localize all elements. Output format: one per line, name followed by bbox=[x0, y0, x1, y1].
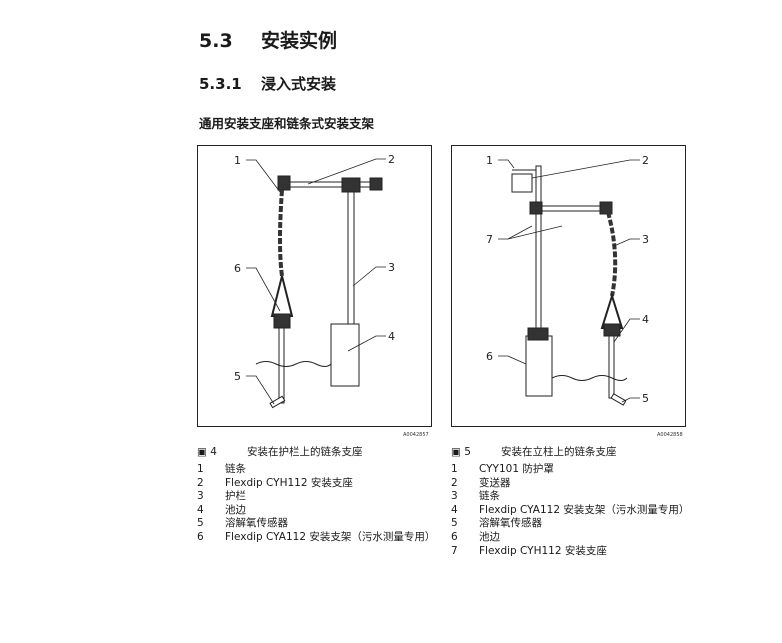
callout-4: 4 bbox=[642, 313, 649, 326]
callout-2: 2 bbox=[642, 154, 649, 167]
figure-4-illustration: 1 2 3 4 5 6 bbox=[197, 145, 432, 427]
figure-icon: ▣ 5 bbox=[451, 446, 471, 458]
figure-5-code: A0042858 bbox=[657, 432, 683, 438]
callout-1: 1 bbox=[486, 154, 493, 167]
callout-6: 6 bbox=[486, 350, 493, 363]
callout-6: 6 bbox=[234, 262, 241, 275]
figure-icon: ▣ 4 bbox=[197, 446, 217, 458]
callout-2: 2 bbox=[388, 153, 395, 166]
callout-3: 3 bbox=[642, 233, 649, 246]
figure-4-code: A0042857 bbox=[403, 432, 429, 438]
callout-4: 4 bbox=[388, 330, 395, 343]
figure-group-heading: 通用安装支座和链条式安装支架 bbox=[199, 116, 375, 131]
figure-5-illustration: 1 2 3 4 5 6 7 bbox=[451, 145, 686, 427]
callout-5: 5 bbox=[234, 370, 241, 383]
callout-3: 3 bbox=[388, 261, 395, 274]
callout-5: 5 bbox=[642, 392, 649, 405]
callout-1: 1 bbox=[234, 154, 241, 167]
callout-7: 7 bbox=[486, 233, 493, 246]
